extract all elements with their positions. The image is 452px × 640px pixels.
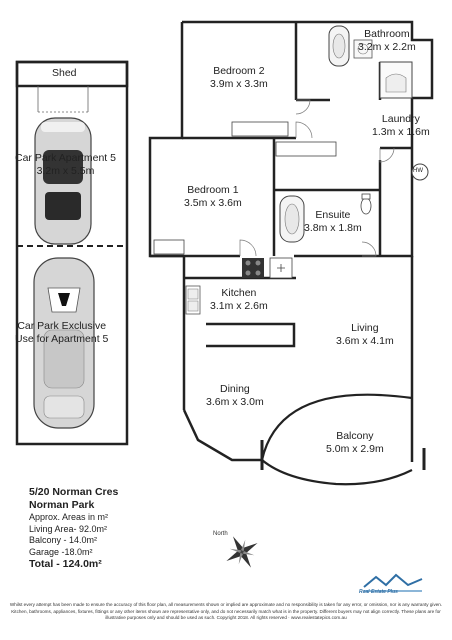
hot-water-icon xyxy=(411,163,429,181)
car-bottom-icon xyxy=(33,257,95,429)
property-info: 5/20 Norman Cres Norman Park Approx. Are… xyxy=(29,486,118,571)
basin-icon xyxy=(353,39,373,59)
shower-icon xyxy=(379,61,413,99)
stove-icon xyxy=(242,258,264,278)
balcony-outline xyxy=(260,393,413,461)
ensuite-bath-icon xyxy=(279,195,305,243)
total-area: Total - 124.0m² xyxy=(29,558,102,570)
compass-label: North xyxy=(213,531,228,537)
door-swings xyxy=(239,99,395,257)
wall-kitchen-island xyxy=(206,322,296,348)
balcony-edge xyxy=(261,459,413,486)
shed-label: Shed xyxy=(52,67,77,79)
disclaimer: Whilst every attempt has been made to en… xyxy=(9,602,443,621)
wardrobe-icon xyxy=(153,121,337,255)
compass-icon xyxy=(226,536,258,568)
sink-icon xyxy=(185,285,201,315)
wall-bed2-left xyxy=(148,22,184,258)
car-top-icon xyxy=(34,117,92,245)
shed-door xyxy=(37,86,89,113)
company-logo xyxy=(363,573,423,592)
toilet-icon xyxy=(360,193,372,215)
balcony-area: Balcony - 14.0m² xyxy=(29,535,98,545)
approx-note: Approx. Areas in m² xyxy=(29,512,109,522)
fridge-icon xyxy=(269,257,293,279)
shed-outline xyxy=(15,60,129,88)
living-area: Living Area- 92.0m² xyxy=(29,523,108,534)
bath-tub-icon xyxy=(328,25,350,67)
garage-area: Garage -18.0m² xyxy=(29,546,93,557)
hot-water-label: HW xyxy=(413,168,423,174)
address-line2: Norman Park xyxy=(29,499,95,511)
address-line1: 5/20 Norman Cres xyxy=(29,486,119,498)
wall-top xyxy=(182,20,434,258)
logo-text: Real Estate Plus xyxy=(359,589,398,595)
wall-dining-bay xyxy=(182,409,262,462)
